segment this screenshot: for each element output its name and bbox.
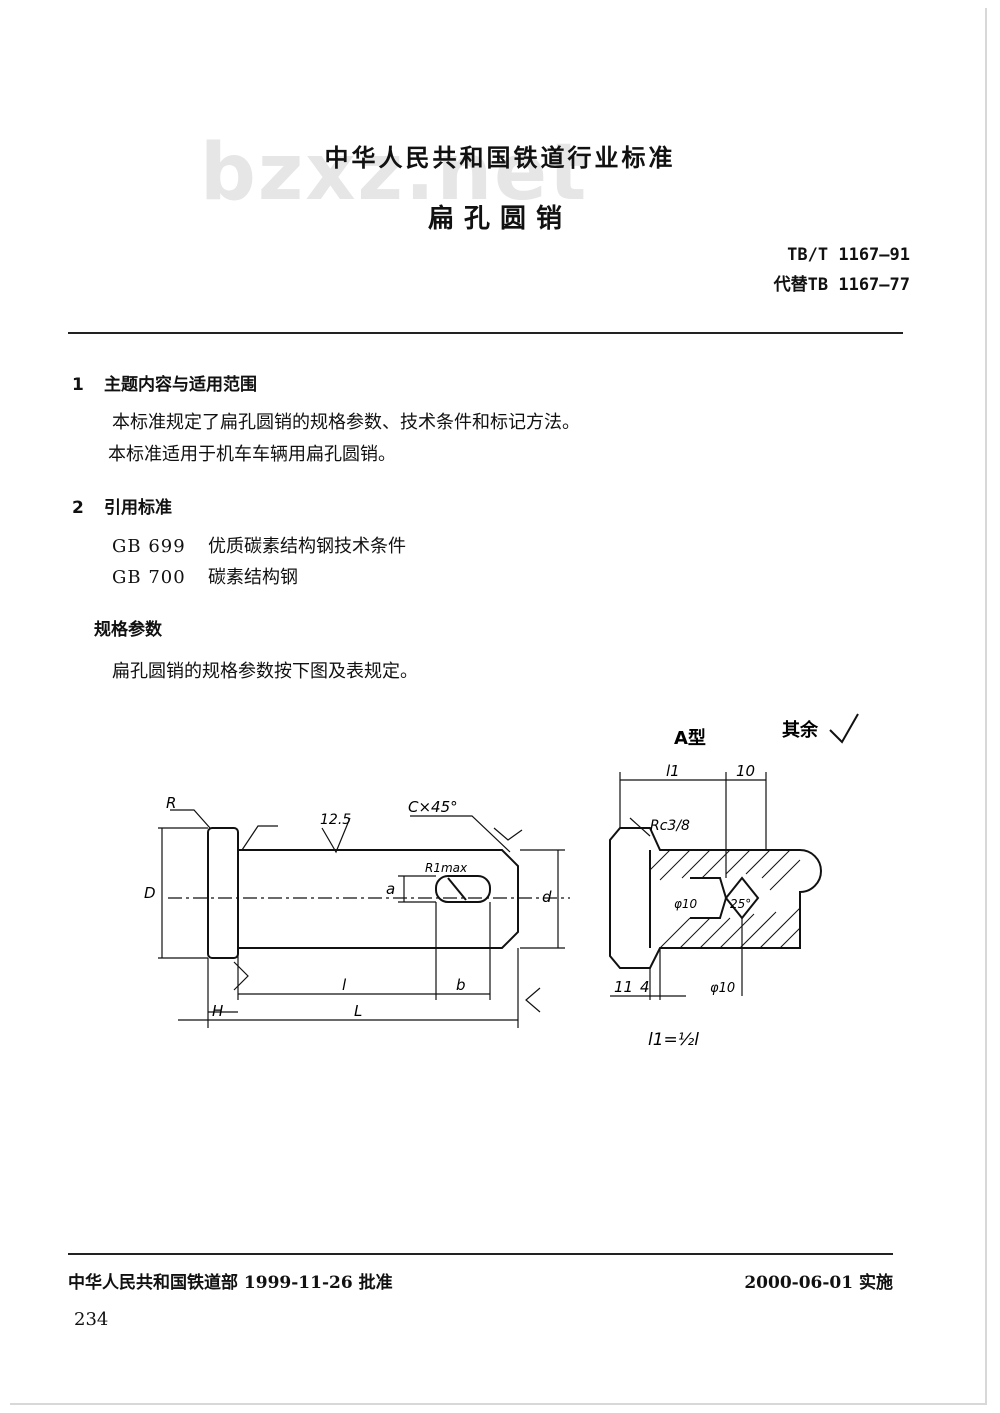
label-H: H [212, 1002, 223, 1020]
label-R: R [166, 794, 176, 812]
label-chamfer: C×45° [408, 798, 458, 816]
label-L: L [354, 1002, 362, 1020]
remainder-note: 其余 [782, 719, 819, 741]
section-2-heading: 2 引用标准 [72, 493, 172, 518]
label-4: 4 [640, 978, 650, 996]
section-1-heading: 1 主题内容与适用范围 [72, 370, 257, 395]
replaces-standard: 代替TB 1167—77 [773, 275, 910, 295]
label-11: 11 [614, 978, 633, 996]
footer-rule [68, 1253, 893, 1255]
page-border [10, 8, 987, 1405]
label-phi10: φ10 [674, 897, 698, 911]
page-number: 234 [74, 1309, 109, 1330]
section-1-paragraph-1: 本标准规定了扁孔圆销的规格参数、技术条件和标记方法。 [112, 412, 580, 433]
document-title: 扁孔圆销 [427, 204, 572, 234]
label-a: a [386, 880, 395, 898]
section-hatching [649, 849, 801, 949]
standard-number-block: TB/T 1167—91 代替TB 1167—77 [774, 240, 910, 300]
pin-head [207, 827, 239, 959]
label-D: D [144, 884, 156, 902]
section-3-heading: 规格参数 [94, 615, 162, 640]
reference-row: GB 699 优质碳素结构钢技术条件 [112, 532, 406, 558]
standard-category-title: 中华人民共和国铁道行业标准 [324, 144, 676, 172]
reference-code: GB 700 [112, 567, 186, 588]
label-l: l [342, 976, 347, 994]
pin-shank [238, 849, 519, 949]
section-1-paragraph-2: 本标准适用于机车车辆用扁孔圆销。 [108, 444, 396, 465]
section-title: 规格参数 [94, 620, 162, 640]
reference-name: 碳素结构钢 [208, 567, 298, 588]
label-rc: Rc3/8 [650, 818, 690, 834]
section-title: 引用标准 [104, 498, 172, 518]
label-angle: 25° [730, 897, 751, 911]
section-title: 主题内容与适用范围 [104, 375, 257, 395]
reference-row: GB 700 碳素结构钢 [112, 563, 298, 589]
pin-technical-drawing: R D d a R1max C×45° 12.5 l b H L A型 其余 [144, 713, 859, 1050]
approval-note: 中华人民共和国铁道部 1999-11-26 批准 [68, 1273, 393, 1293]
section-body [609, 827, 822, 969]
section-3-paragraph-1: 扁孔圆销的规格参数按下图及表规定。 [112, 661, 418, 682]
label-roughness: 12.5 [320, 812, 351, 828]
reference-code: GB 699 [112, 536, 186, 557]
type-label: A型 [674, 727, 706, 749]
check-roughness-icon [829, 713, 859, 744]
section-number: 2 [72, 498, 84, 518]
label-b: b [456, 976, 466, 994]
watermark: bzxz.net [200, 128, 589, 218]
header-rule [68, 332, 903, 334]
section-number: 1 [72, 375, 84, 395]
effective-date: 2000-06-01 实施 [744, 1273, 893, 1293]
label-rmax: R1max [425, 861, 468, 875]
label-phi10-bottom: φ10 [710, 981, 735, 996]
standard-number: TB/T 1167—91 [787, 245, 910, 265]
label-l1: l1 [666, 762, 680, 780]
reference-name: 优质碳素结构钢技术条件 [208, 536, 406, 557]
flat-hole-slot [435, 875, 491, 903]
label-10: 10 [736, 762, 755, 780]
label-formula: l1=½l [648, 1030, 699, 1050]
label-d: d [542, 888, 552, 906]
